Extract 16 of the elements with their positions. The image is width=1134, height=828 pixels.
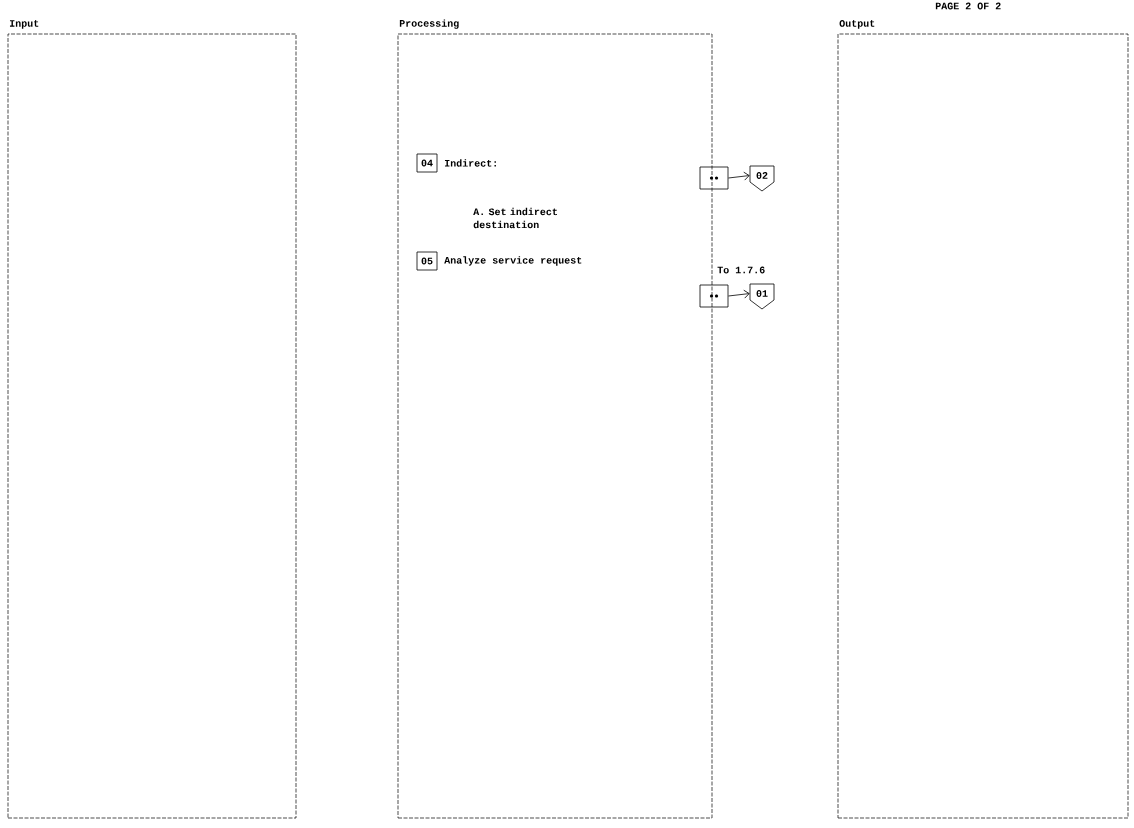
step-text: Analyze service request [444,256,582,266]
arrow [728,289,750,299]
step-text: Indirect: [445,159,496,167]
connector-box [699,166,729,190]
offpage-connector: 02 [749,165,775,192]
page-number: PAGE 2 OF 2 [935,2,1001,10]
panel-heading: Input [9,20,39,29]
offpage-connector: 01 [749,283,775,310]
arrow [728,171,750,181]
step-text: A. Set indirect destination [473,207,557,229]
panel-heading: Output [839,20,875,29]
step-number-box: 04 [416,153,438,173]
step-number-box: 05 [416,251,438,271]
connector-label: To 1.7.6 [717,266,765,274]
panel-heading: Processing [399,19,459,29]
connector-box [699,284,729,308]
